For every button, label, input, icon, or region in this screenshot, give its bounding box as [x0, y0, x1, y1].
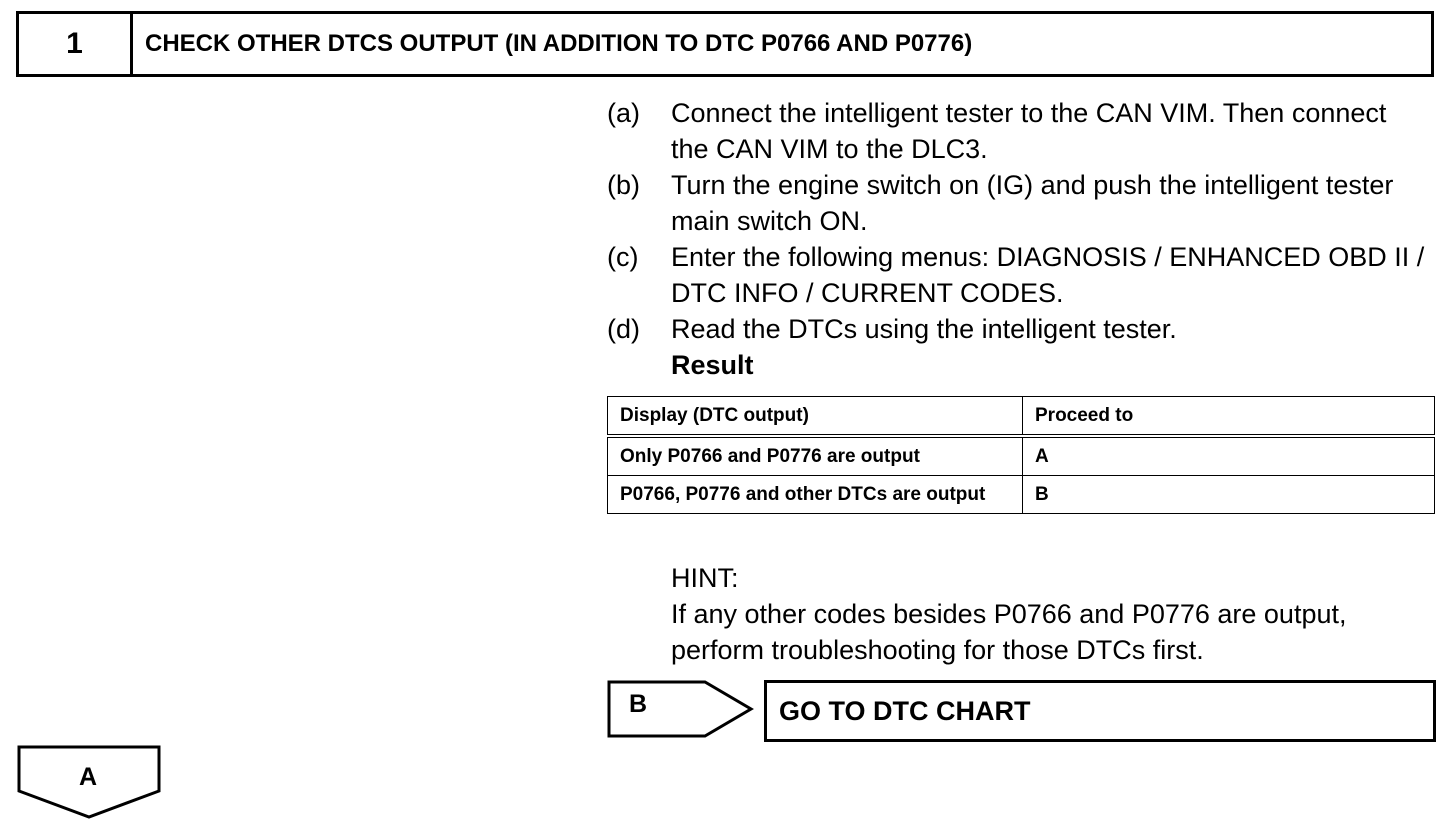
branch-b-label: B [629, 690, 648, 718]
right-arrow-icon [607, 680, 754, 738]
table-row: P0766, P0776 and other DTCs are output B [607, 475, 1435, 514]
instruction-text: Connect the intelligent tester to the CA… [671, 98, 1387, 164]
branch-b-arrow: B [607, 680, 757, 743]
hint-block: HINT: If any other codes besides P0766 a… [671, 560, 1441, 668]
hint-title: HINT: [671, 563, 739, 593]
instruction-text: Read the DTCs using the intelligent test… [671, 314, 1177, 344]
goto-dtc-chart-box: GO TO DTC CHART [764, 680, 1436, 742]
cell-display: Only P0766 and P0776 are output [607, 435, 1023, 476]
header-proceed: Proceed to [1022, 396, 1435, 438]
header-display: Display (DTC output) [607, 396, 1023, 438]
instruction-b: (b) Turn the engine switch on (IG) and p… [607, 167, 1427, 239]
instruction-label: (d) [607, 314, 640, 344]
instruction-label: (a) [607, 98, 640, 128]
result-label: Result [671, 350, 754, 380]
instruction-label: (b) [607, 170, 640, 200]
step-number: 1 [19, 14, 133, 74]
branch-a-label: A [79, 763, 98, 791]
step-title: CHECK OTHER DTCS OUTPUT (IN ADDITION TO … [145, 30, 973, 57]
step-header: 1 CHECK OTHER DTCS OUTPUT (IN ADDITION T… [16, 11, 1434, 77]
hint-text: If any other codes besides P0766 and P07… [671, 599, 1347, 665]
instruction-c: (c) Enter the following menus: DIAGNOSIS… [607, 239, 1427, 311]
cell-display: P0766, P0776 and other DTCs are output [607, 475, 1023, 514]
instruction-label: (c) [607, 242, 639, 272]
instruction-a: (a) Connect the intelligent tester to th… [607, 95, 1427, 167]
cell-proceed: A [1022, 435, 1435, 476]
table-header-row: Display (DTC output) Proceed to [607, 396, 1435, 438]
instruction-list: (a) Connect the intelligent tester to th… [607, 95, 1427, 383]
down-arrow-icon [17, 745, 161, 819]
instruction-text: Enter the following menus: DIAGNOSIS / E… [671, 242, 1425, 308]
cell-proceed: B [1022, 475, 1435, 514]
table-row: Only P0766 and P0776 are output A [607, 435, 1435, 476]
instruction-text: Turn the engine switch on (IG) and push … [671, 170, 1394, 236]
branch-a-arrow: A [17, 745, 163, 826]
instruction-d: (d) Read the DTCs using the intelligent … [607, 311, 1427, 347]
result-table: Display (DTC output) Proceed to Only P07… [607, 396, 1435, 514]
